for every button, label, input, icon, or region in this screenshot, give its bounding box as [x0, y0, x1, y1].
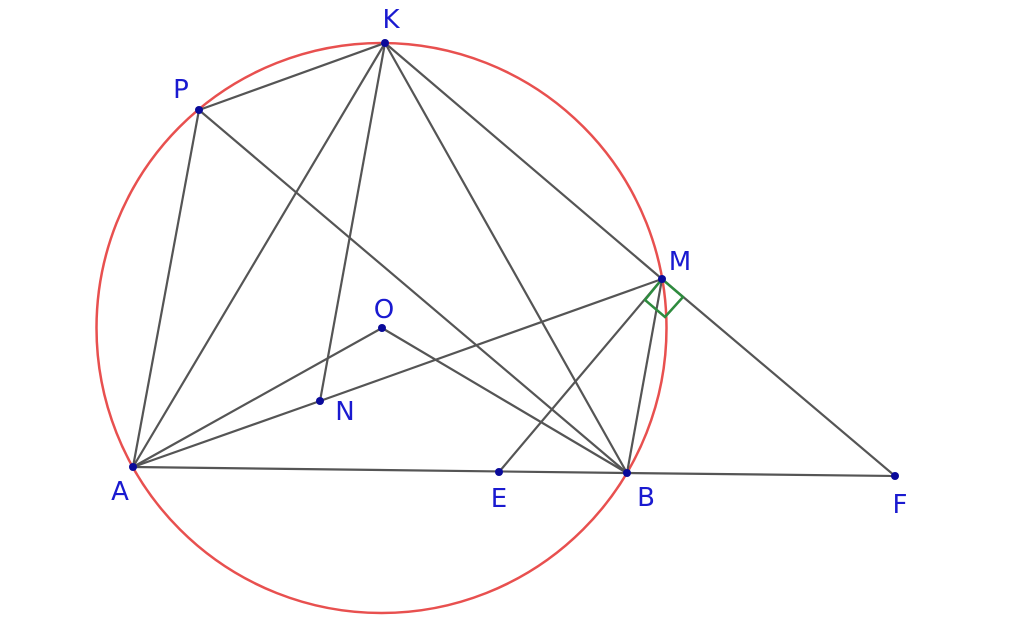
- point-a: [129, 463, 137, 471]
- labels-group: K P M O N A E B F: [111, 5, 907, 520]
- segment-ob: [381, 327, 628, 474]
- segment-mf: [661, 278, 896, 477]
- label-k: K: [382, 5, 400, 35]
- label-m: M: [669, 247, 691, 277]
- point-p: [195, 106, 203, 114]
- segment-kn: [318, 42, 387, 402]
- point-f: [891, 472, 899, 480]
- label-b: B: [637, 483, 655, 513]
- segment-km: [384, 42, 663, 280]
- segment-ap: [131, 109, 201, 468]
- label-f: F: [893, 490, 908, 520]
- segment-nm: [319, 277, 663, 403]
- right-angle-marker: [643, 277, 685, 319]
- segments-group: [131, 41, 896, 478]
- label-a: A: [111, 477, 129, 507]
- segment-em: [498, 278, 663, 473]
- point-b: [623, 469, 631, 477]
- segment-pk: [198, 41, 386, 112]
- points-group: [129, 39, 899, 480]
- label-p: P: [173, 75, 189, 105]
- segment-kb: [384, 42, 628, 474]
- segment-ak: [132, 42, 386, 468]
- point-e: [495, 468, 503, 476]
- label-o: O: [374, 295, 394, 325]
- segment-ab: [132, 465, 628, 475]
- point-n: [316, 397, 324, 405]
- point-k: [381, 39, 389, 47]
- point-m: [658, 275, 666, 283]
- segment-mb: [625, 278, 664, 474]
- point-o: [378, 324, 386, 332]
- segment-bf: [626, 471, 896, 478]
- segment-an: [132, 399, 321, 469]
- label-n: N: [335, 397, 354, 427]
- label-e: E: [491, 484, 507, 514]
- segment-pb: [198, 109, 628, 474]
- segment-ao: [132, 327, 383, 468]
